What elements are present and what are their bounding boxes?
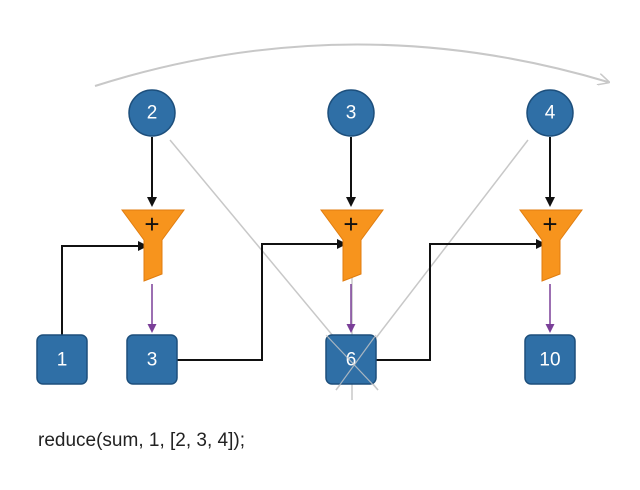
reduce-diagram: + + + 2 3 4 1 3 6 10 — [36, 43, 640, 400]
guide-line-overlay-left — [325, 334, 379, 391]
accumulator-node-6: 6 — [325, 334, 377, 385]
input-node-3: 3 — [327, 89, 375, 137]
input-node-2: 2 — [128, 89, 176, 137]
iteration-arc-arrow — [94, 43, 608, 87]
plus-icon: + — [343, 209, 358, 239]
svg-text:4: 4 — [545, 103, 556, 124]
code-caption: reduce(sum, 1, [2, 3, 4]); — [38, 430, 245, 451]
plus-icon: + — [542, 209, 557, 239]
accumulator-connector-1 — [61, 241, 148, 335]
sum-funnel-2 — [320, 209, 384, 282]
svg-text:10: 10 — [539, 350, 560, 371]
guide-line-overlay-right — [335, 334, 377, 391]
svg-text:3: 3 — [346, 103, 357, 124]
accumulator-node-10: 10 — [524, 334, 576, 385]
accumulator-connector-3 — [376, 239, 546, 361]
plus-icon: + — [144, 209, 159, 239]
sum-funnel-1 — [121, 209, 185, 282]
sum-funnel-3 — [519, 209, 583, 282]
initial-value-node: 1 — [36, 334, 88, 385]
input-node-4: 4 — [526, 89, 574, 137]
svg-text:3: 3 — [147, 350, 158, 371]
svg-text:2: 2 — [147, 103, 158, 124]
svg-text:1: 1 — [57, 350, 68, 371]
accumulator-node-3: 3 — [126, 334, 178, 385]
accumulator-connector-2 — [177, 239, 347, 361]
svg-text:6: 6 — [346, 350, 357, 371]
